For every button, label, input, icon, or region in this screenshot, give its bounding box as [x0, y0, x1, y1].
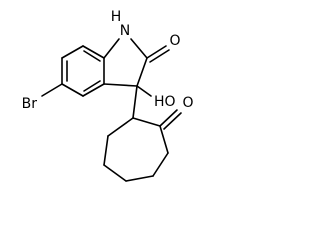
atom-h-label: H	[111, 9, 122, 25]
bond-c6k-c7k	[103, 135, 109, 166]
bond-c3k-c4k	[152, 152, 169, 177]
bond-c5-br	[41, 83, 63, 97]
bond-c3a-c7a-inner	[83, 50, 101, 62]
atom-o-ketone-label: O	[182, 95, 193, 111]
bond-c7a-n	[103, 38, 120, 59]
chemical-structure-diagram: H N O HO Br O	[22, 9, 194, 182]
pyrrolidinone-ring	[103, 38, 148, 87]
bond-c7k-c1	[107, 117, 134, 137]
bond-n-c2	[130, 38, 148, 59]
atom-br-label: Br	[22, 96, 38, 112]
bond-c3-c1prime	[132, 85, 138, 119]
bond-ketone-co-1	[159, 109, 178, 127]
benzene-ring	[61, 45, 105, 97]
bond-c7a-c7	[61, 45, 84, 59]
bond-c2-o-1	[146, 45, 167, 59]
atom-n-label: N	[120, 23, 130, 39]
atom-oh-label: HO	[154, 94, 176, 110]
bond-c2-c3	[136, 57, 148, 87]
bond-ketone-co-2	[163, 112, 182, 130]
bond-c5k-c6k	[103, 164, 127, 182]
bond-c5-c4	[82, 83, 105, 97]
bond-c6-c5	[61, 83, 84, 97]
bond-c5-c4-inner	[83, 80, 101, 92]
bond-c2k-c3k	[159, 125, 169, 154]
bond-c3-c3a	[103, 83, 138, 87]
atom-o-lactam-label: O	[169, 33, 180, 49]
bond-c3-oh	[136, 85, 152, 97]
cycloheptanone-ring	[103, 117, 169, 182]
bond-c3a-c7a	[82, 45, 105, 59]
bond-c2-o-2	[149, 49, 170, 63]
bond-c1-c2k	[132, 117, 161, 127]
bond-c4k-c5k	[125, 175, 154, 182]
